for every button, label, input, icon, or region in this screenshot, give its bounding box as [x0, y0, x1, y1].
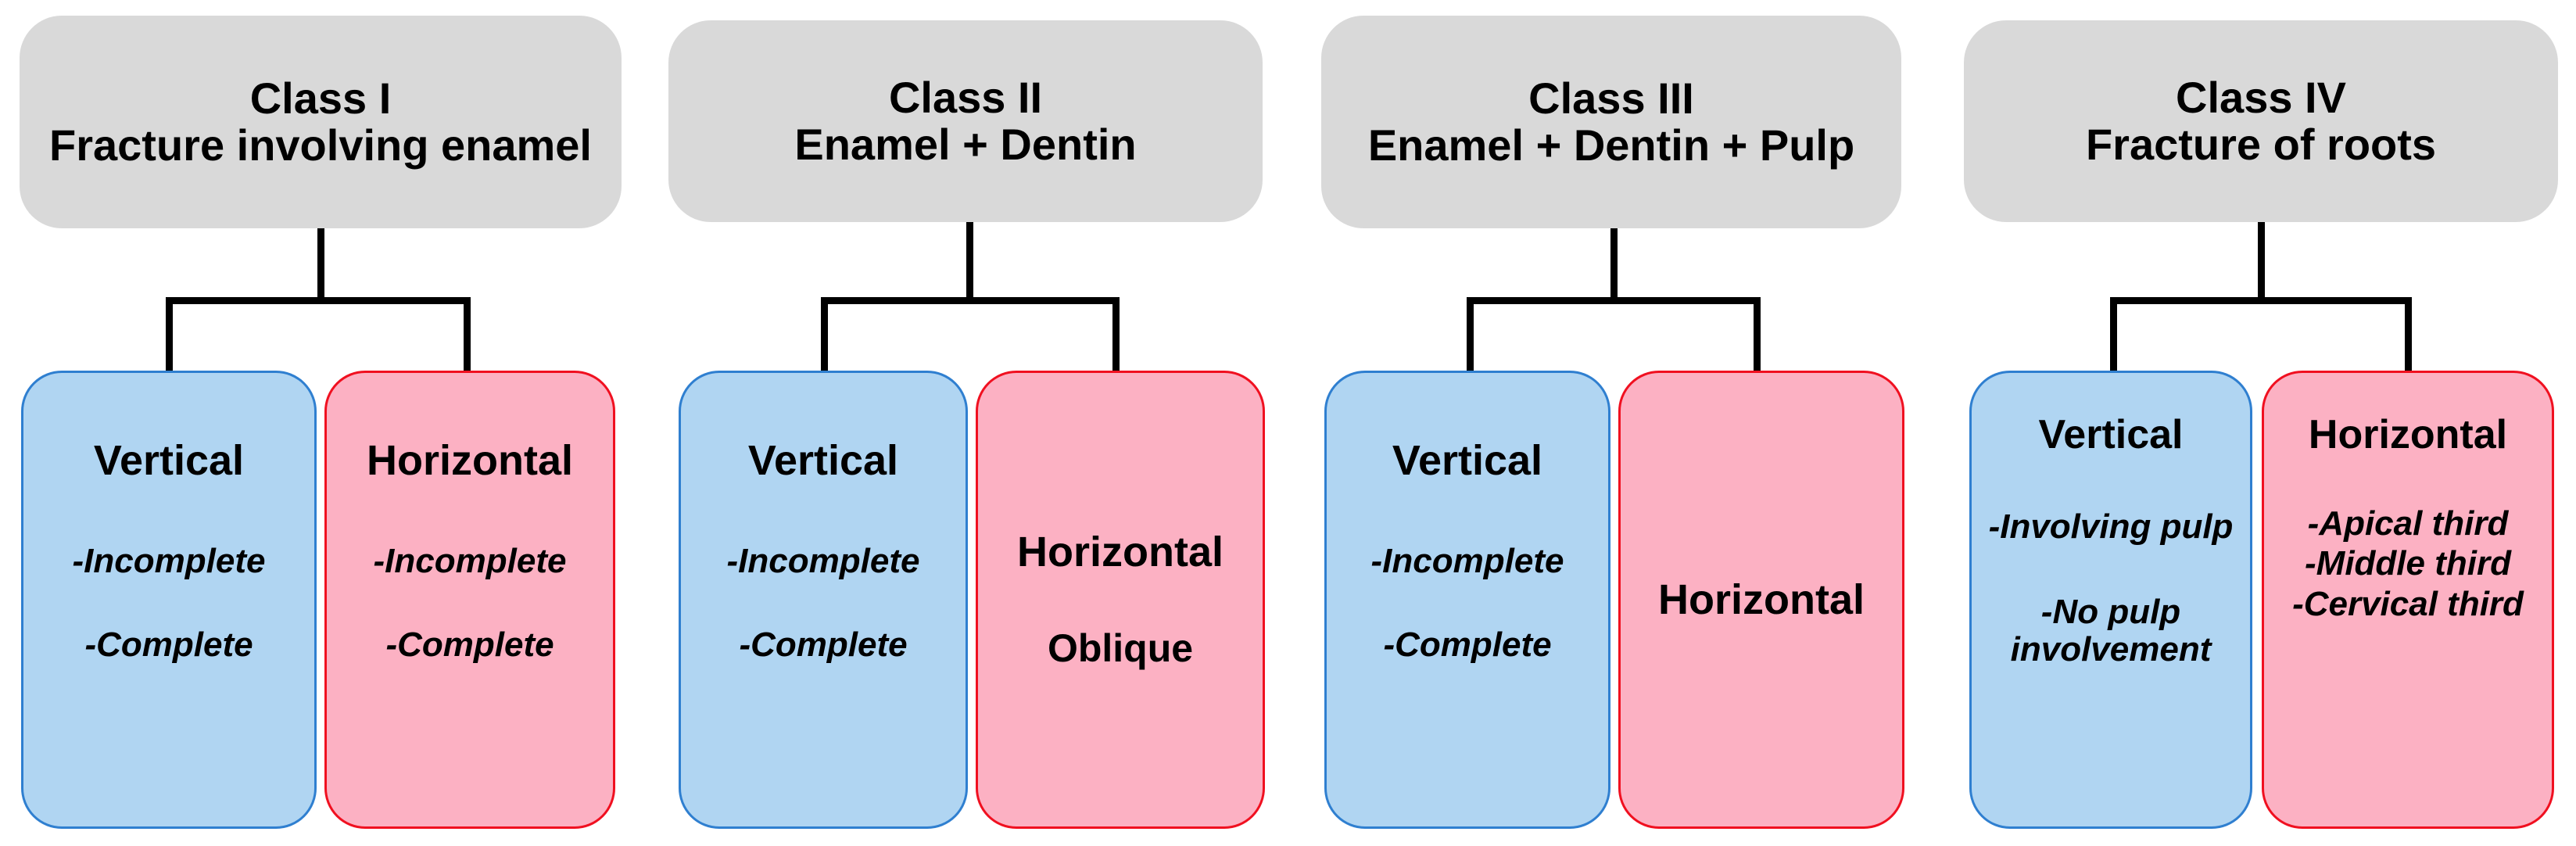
class-2-vertical-box[interactable]: Vertical -Incomplete -Complete [679, 371, 968, 829]
class-1-vertical-box[interactable]: Vertical -Incomplete -Complete [21, 371, 317, 829]
class-1-drop-right [464, 297, 471, 374]
class-3-stem [1610, 228, 1618, 300]
class-4-horizontal-title: Horizontal [2308, 412, 2508, 457]
class-3-vertical-item-1: -Incomplete [1370, 541, 1564, 580]
class-1-vertical-title: Vertical [93, 437, 245, 484]
class-2-vertical-item-2: -Complete [739, 626, 908, 665]
class-1-stem [317, 228, 324, 300]
class-2-horizontal-box[interactable]: Horizontal Oblique [976, 371, 1265, 829]
class-3-horizontal-box[interactable]: Horizontal [1618, 371, 1904, 829]
class-2-horizontal-plain-1: Oblique [1047, 626, 1194, 671]
class-4-vertical-box[interactable]: Vertical -Involving pulp -No pulp involv… [1969, 371, 2252, 829]
class-4-horizontal-item-3: -Cervical third [2292, 584, 2524, 623]
class-4-vertical-item-1: -Involving pulp [1988, 507, 2234, 546]
class-2-crossbar [821, 297, 1120, 304]
class-4-horizontal-box[interactable]: Horizontal -Apical third -Middle third -… [2262, 371, 2554, 829]
class-3-vertical-title: Vertical [1392, 437, 1543, 484]
class-2-vertical-title: Vertical [747, 437, 899, 484]
class-2-drop-left [821, 297, 828, 374]
class-4-horizontal-item-1: -Apical third [2307, 504, 2509, 543]
class-3-horizontal-title: Horizontal [1658, 575, 1865, 623]
class-4-stem [2258, 222, 2265, 300]
class-1-vertical-item-1: -Incomplete [72, 541, 266, 580]
class-4-crossbar [2110, 297, 2412, 304]
class-2-vertical-item-1: -Incomplete [726, 541, 920, 580]
class-3-crossbar [1467, 297, 1761, 304]
class-1-vertical-item-2: -Complete [84, 626, 253, 665]
class-4-drop-right [2405, 297, 2412, 374]
class-3-vertical-item-2: -Complete [1383, 626, 1552, 665]
class-2-stem [966, 222, 973, 300]
class-4-horizontal-item-2: -Middle third [2305, 544, 2511, 583]
class-1-horizontal-item-1: -Incomplete [373, 541, 567, 580]
class-3-drop-left [1467, 297, 1474, 374]
class-4-drop-left [2110, 297, 2117, 374]
class-1-drop-left [166, 297, 173, 374]
class-1-horizontal-title: Horizontal [367, 437, 573, 484]
class-2-drop-right [1112, 297, 1120, 374]
class-3-vertical-box[interactable]: Vertical -Incomplete -Complete [1324, 371, 1610, 829]
class-2-horizontal-title: Horizontal [1017, 529, 1224, 576]
class-3-drop-right [1754, 297, 1761, 374]
class-4-vertical-title: Vertical [2038, 412, 2184, 457]
class-1-horizontal-box[interactable]: Horizontal -Incomplete -Complete [324, 371, 615, 829]
class-1-crossbar [166, 297, 471, 304]
class-4-vertical-item-2: -No pulp involvement [2010, 593, 2212, 669]
class-1-horizontal-item-2: -Complete [385, 626, 554, 665]
